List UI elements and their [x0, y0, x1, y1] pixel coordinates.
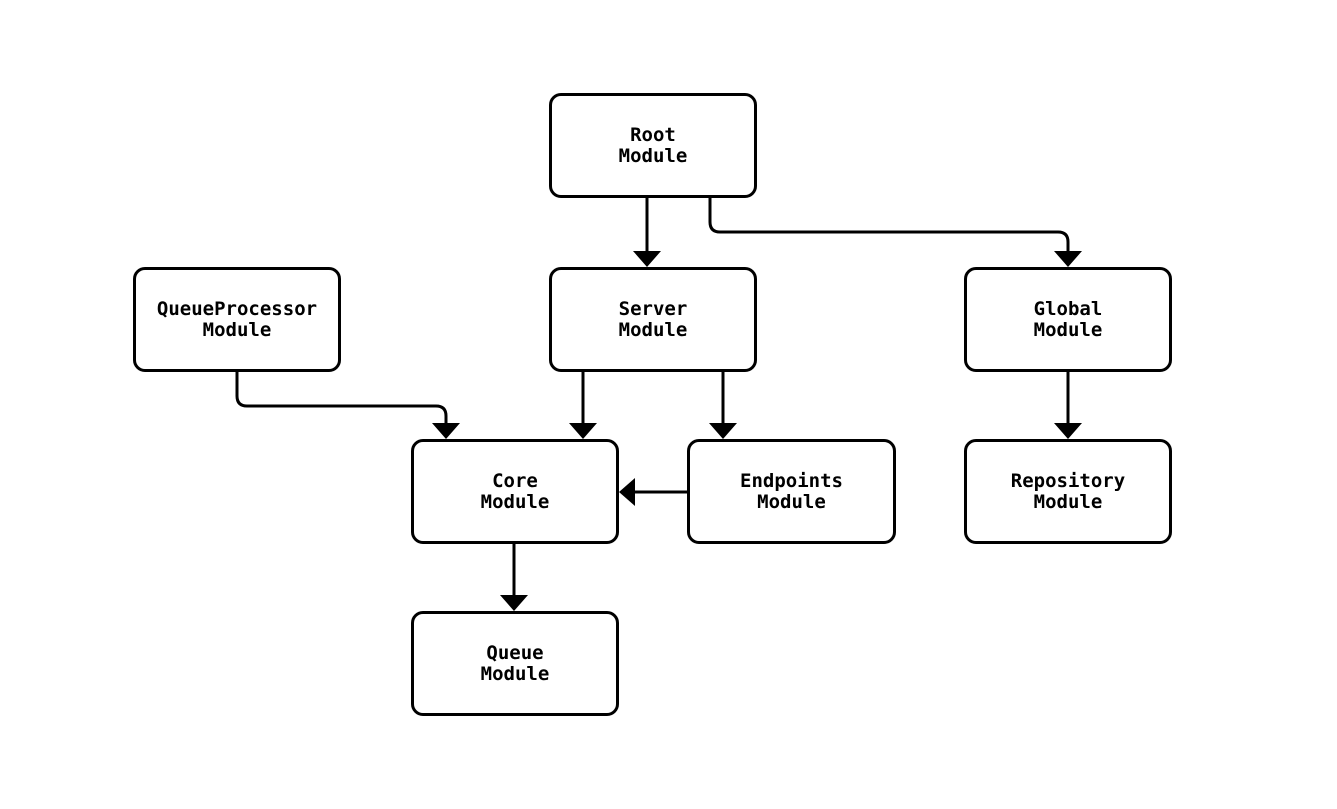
edge-root-to-global	[708, 198, 1082, 267]
node-endpoints-module: Endpoints Module	[687, 439, 896, 544]
node-core-module: Core Module	[411, 439, 619, 544]
node-label-global-module: Global Module	[1033, 297, 1103, 341]
edge-arrowhead	[432, 423, 460, 439]
node-queue-module: Queue Module	[411, 611, 619, 716]
node-label-endpoints-module: Endpoints Module	[740, 469, 843, 513]
node-label-core-module: Core Module	[480, 469, 550, 513]
node-label-queueprocessor-module: QueueProcessor Module	[156, 297, 318, 341]
edge-endpoints-to-core	[619, 478, 687, 506]
node-queueprocessor-module: QueueProcessor Module	[133, 267, 341, 372]
edge-core-to-queue	[500, 544, 528, 611]
edge-global-to-repository	[1054, 372, 1082, 439]
node-global-module: Global Module	[964, 267, 1172, 372]
edge-server-to-endpoints	[709, 372, 737, 439]
edge-root-to-server	[633, 198, 661, 267]
edge-arrowhead	[633, 251, 661, 267]
edge-arrowhead	[619, 478, 635, 506]
edge-server-to-core	[569, 372, 597, 439]
edge-arrowhead	[709, 423, 737, 439]
edge-arrowhead	[1054, 423, 1082, 439]
edge-arrowhead	[500, 595, 528, 611]
node-server-module: Server Module	[549, 267, 757, 372]
node-label-repository-module: Repository Module	[1010, 469, 1126, 513]
node-label-server-module: Server Module	[618, 297, 688, 341]
node-label-queue-module: Queue Module	[480, 641, 550, 685]
edge-line	[235, 372, 448, 423]
edge-queueprocessor-to-core	[235, 372, 460, 439]
edge-arrowhead	[569, 423, 597, 439]
edge-line	[708, 198, 1070, 251]
node-root-module: Root Module	[549, 93, 757, 198]
edge-arrowhead	[1054, 251, 1082, 267]
node-label-root-module: Root Module	[618, 123, 688, 167]
node-repository-module: Repository Module	[964, 439, 1172, 544]
